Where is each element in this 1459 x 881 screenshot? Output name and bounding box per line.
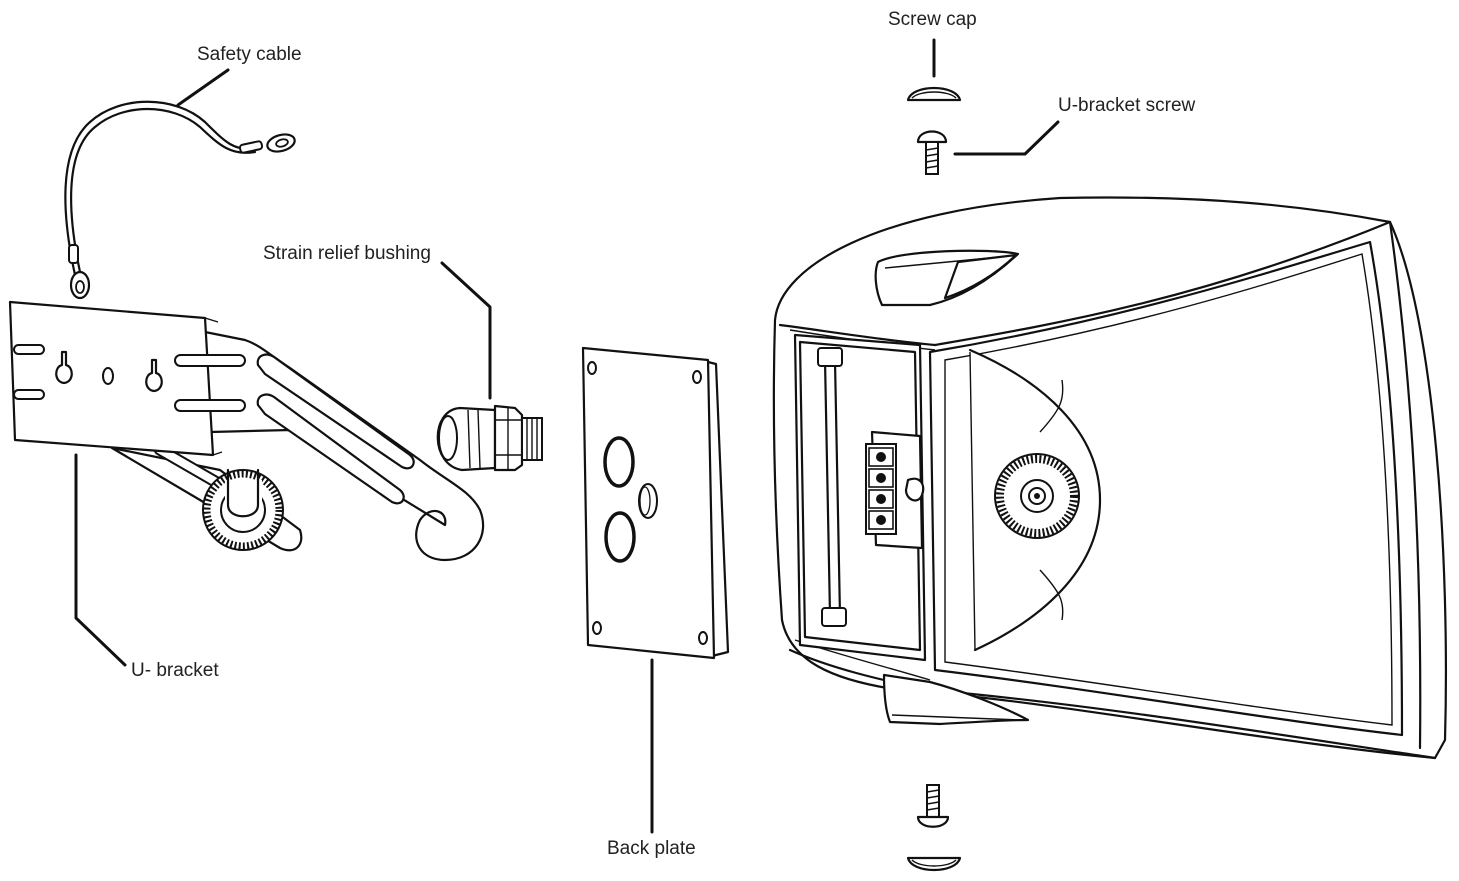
leader-u-bracket-screw — [953, 120, 1060, 156]
u-bracket-screw-bottom — [916, 784, 950, 828]
luminaire-housing — [772, 196, 1448, 760]
u-bracket — [8, 300, 485, 562]
leader-strain-relief-bushing — [440, 261, 492, 400]
screw-cap-bottom — [906, 856, 962, 871]
label-u-bracket: U- bracket — [131, 660, 219, 681]
labels: Screw cap U-bracket screw Safety cable S… — [131, 9, 1196, 859]
terminal-block — [865, 430, 925, 550]
leader-lines — [74, 38, 1060, 834]
strain-relief-bushing — [436, 404, 543, 472]
label-screw-cap: Screw cap — [888, 9, 977, 30]
leader-safety-cable — [176, 68, 230, 107]
adjustment-disk — [968, 348, 1102, 652]
back-plate — [581, 346, 730, 660]
screw-cap-top — [906, 87, 962, 102]
label-u-bracket-screw: U-bracket screw — [1058, 95, 1196, 116]
label-safety-cable: Safety cable — [197, 44, 302, 65]
u-bracket-screw-top — [916, 130, 948, 175]
leader-u-bracket — [74, 453, 127, 667]
pivot-disk — [202, 468, 284, 551]
safety-cable — [64, 100, 296, 300]
label-strain-relief-bushing: Strain relief bushing — [263, 243, 431, 264]
label-back-plate: Back plate — [607, 838, 696, 859]
